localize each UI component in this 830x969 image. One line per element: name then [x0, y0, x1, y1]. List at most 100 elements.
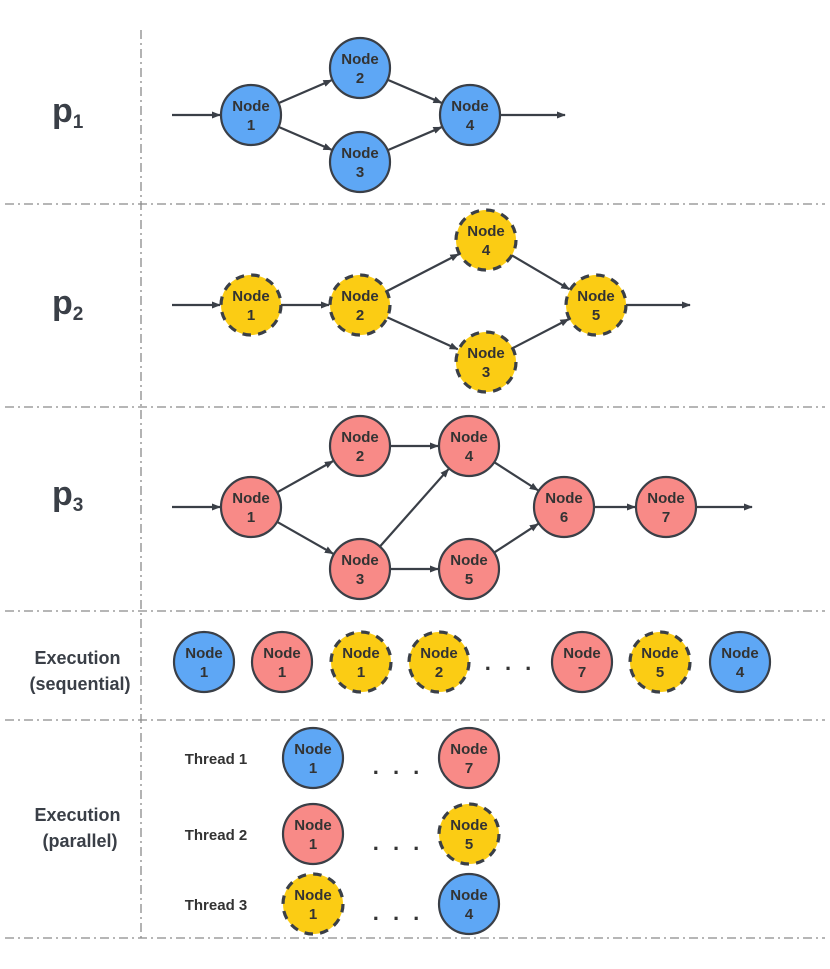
thread-label: Thread 3 [185, 897, 248, 914]
execution-sequential-label-line1: Execution [34, 648, 120, 668]
edge-arrow [511, 254, 571, 291]
edges [172, 78, 753, 573]
node-number: 5 [465, 571, 473, 588]
node-number: 3 [482, 364, 490, 381]
node-circle [454, 330, 518, 394]
node-number: 7 [465, 760, 473, 777]
node-number: 7 [662, 509, 670, 526]
node-circle [407, 630, 471, 694]
node-number: 5 [465, 836, 473, 853]
node-number: 1 [309, 836, 317, 853]
node-word: Node [341, 145, 379, 162]
node-word: Node [185, 645, 223, 662]
node-word: Node [294, 887, 332, 904]
node-word: Node [450, 552, 488, 569]
node-circle [437, 537, 501, 601]
node-circle [550, 630, 614, 694]
node-number: 1 [247, 509, 255, 526]
pipeline-label-p3-sub: 3 [73, 495, 84, 516]
node-number: 3 [356, 571, 364, 588]
p2-node: Node 3 [454, 330, 518, 394]
node-circle [281, 872, 345, 936]
node-circle [437, 872, 501, 936]
pipeline-label-p2-base: p [52, 284, 73, 322]
node-word: Node [450, 817, 488, 834]
node-number: 2 [356, 70, 364, 87]
separators [5, 30, 825, 939]
node-number: 1 [309, 906, 317, 923]
sequential-ellipsis: . . . [485, 650, 536, 675]
node-circle [219, 83, 283, 147]
edge-arrow [387, 126, 443, 152]
p1-node: Node 2 [328, 36, 392, 100]
execution-parallel-label: Execution (parallel) [34, 805, 125, 851]
node-number: 4 [465, 448, 474, 465]
pipeline-label-p3: p3 [52, 475, 83, 516]
node-word: Node [294, 741, 332, 758]
nodes: Node1Node2Node3Node4Node1Node2Node4Node3… [172, 36, 772, 936]
node-word: Node [341, 552, 379, 569]
node-word: Node [420, 645, 458, 662]
node-number: 2 [356, 448, 364, 465]
thread-last-node: Node 5 [437, 802, 501, 866]
node-circle [454, 208, 518, 272]
node-circle [219, 273, 283, 337]
annotations: . . .Thread 1. . .Thread 2. . .Thread 3.… [185, 650, 536, 925]
node-word: Node [341, 429, 379, 446]
edge-arrow [278, 125, 333, 151]
node-number: 5 [656, 664, 664, 681]
node-number: 4 [466, 117, 475, 134]
node-number: 4 [736, 664, 745, 681]
node-word: Node [467, 345, 505, 362]
node-word: Node [467, 223, 505, 240]
edge-arrow [276, 460, 334, 494]
node-word: Node [577, 288, 615, 305]
node-circle [328, 414, 392, 478]
edge-arrow [387, 78, 443, 104]
p3-node: Node 5 [437, 537, 501, 601]
pipeline-label-p1-sub: 1 [73, 112, 84, 133]
node-circle [437, 802, 501, 866]
edge-arrow [386, 316, 459, 351]
pipeline-label-p3-base: p [52, 475, 73, 513]
node-number: 2 [356, 307, 364, 324]
row-labels: p1 p2 p3 Execution (sequential) Executio… [29, 92, 130, 851]
node-number: 1 [357, 664, 365, 681]
node-circle [328, 273, 392, 337]
p3-node: Node 3 [328, 537, 392, 601]
node-word: Node [342, 645, 380, 662]
node-word: Node [647, 490, 685, 507]
node-number: 1 [200, 664, 208, 681]
node-word: Node [232, 98, 270, 115]
thread-label: Thread 2 [185, 827, 248, 844]
node-circle [437, 726, 501, 790]
node-number: 4 [482, 242, 491, 259]
execution-parallel-label-line2: (parallel) [42, 831, 117, 851]
node-number: 2 [435, 664, 443, 681]
thread-first-node: Node 1 [281, 872, 345, 936]
node-circle [281, 802, 345, 866]
node-word: Node [232, 288, 270, 305]
node-word: Node [545, 490, 583, 507]
node-circle [634, 475, 698, 539]
node-circle [628, 630, 692, 694]
p3-node: Node 7 [634, 475, 698, 539]
node-circle [564, 273, 628, 337]
sequential-node: Node 1 [329, 630, 393, 694]
node-circle [437, 414, 501, 478]
node-circle [172, 630, 236, 694]
node-number: 1 [247, 307, 255, 324]
edge-arrow [493, 461, 539, 492]
node-word: Node [341, 51, 379, 68]
